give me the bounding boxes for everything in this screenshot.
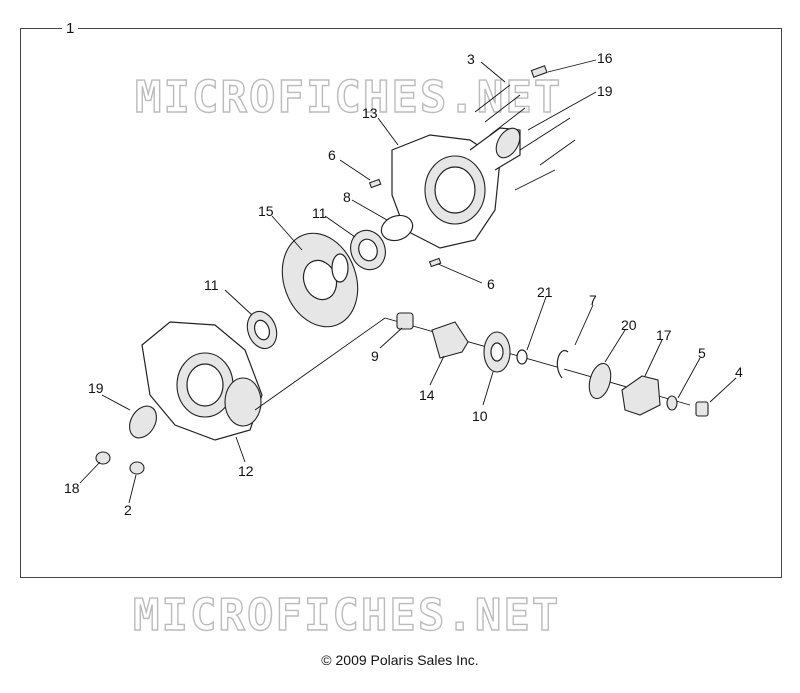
bearing-lower [246, 310, 278, 350]
callout-14: 14 [419, 387, 435, 403]
callout-11-lower: 11 [204, 277, 219, 293]
breather-fitting [530, 65, 548, 78]
callout-6-upper: 6 [328, 147, 336, 163]
lower-housing [141, 321, 263, 441]
seal-pinion [588, 362, 612, 400]
callout-5: 5 [698, 345, 706, 361]
diagram-frame [20, 28, 782, 578]
seal-upper [495, 127, 521, 159]
callout-20: 20 [621, 317, 637, 333]
watermark-top: MICROFICHES.NET [135, 72, 562, 123]
callout-19-lower: 19 [88, 380, 104, 396]
callout-12: 12 [238, 463, 254, 479]
bearing-upper [350, 229, 386, 271]
callout-7: 7 [589, 292, 597, 308]
callout-11-upper: 11 [312, 205, 327, 221]
callout-9: 9 [371, 348, 379, 364]
dowel-pin-upper [368, 178, 382, 189]
nut [695, 401, 709, 417]
callout-13: 13 [362, 105, 378, 121]
leader-lines [79, 59, 737, 504]
callout-3: 3 [467, 51, 475, 67]
housing-bolts [474, 84, 576, 191]
dowel-pin-lower [428, 257, 442, 268]
callout-4: 4 [735, 364, 743, 380]
assembly-line [254, 317, 386, 411]
callout-19-upper: 19 [597, 83, 613, 99]
plug-18 [95, 451, 111, 465]
callout-2: 2 [124, 502, 132, 518]
needle-bearing [396, 312, 414, 330]
callout-6-lower: 6 [487, 276, 495, 292]
pinion-gear [431, 321, 469, 359]
bearing-pinion [483, 331, 511, 373]
watermark-bottom: MICROFICHES.NET [133, 590, 560, 641]
ring-gear [281, 232, 359, 328]
plug-2 [129, 461, 145, 475]
callout-18: 18 [64, 480, 80, 496]
snap-ring [556, 349, 569, 379]
small-o-ring [516, 349, 528, 365]
frame-callout: 1 [62, 20, 79, 37]
washer [666, 395, 678, 411]
callout-16: 16 [597, 50, 613, 66]
callout-21: 21 [537, 284, 553, 300]
o-ring [380, 214, 414, 242]
callout-15: 15 [258, 203, 274, 219]
cover-flange [621, 375, 661, 416]
seal-lower [129, 405, 157, 439]
callout-10: 10 [472, 408, 488, 424]
callout-17: 17 [656, 327, 672, 343]
callout-8: 8 [343, 189, 351, 205]
copyright-text: © 2009 Polaris Sales Inc. [321, 652, 479, 668]
